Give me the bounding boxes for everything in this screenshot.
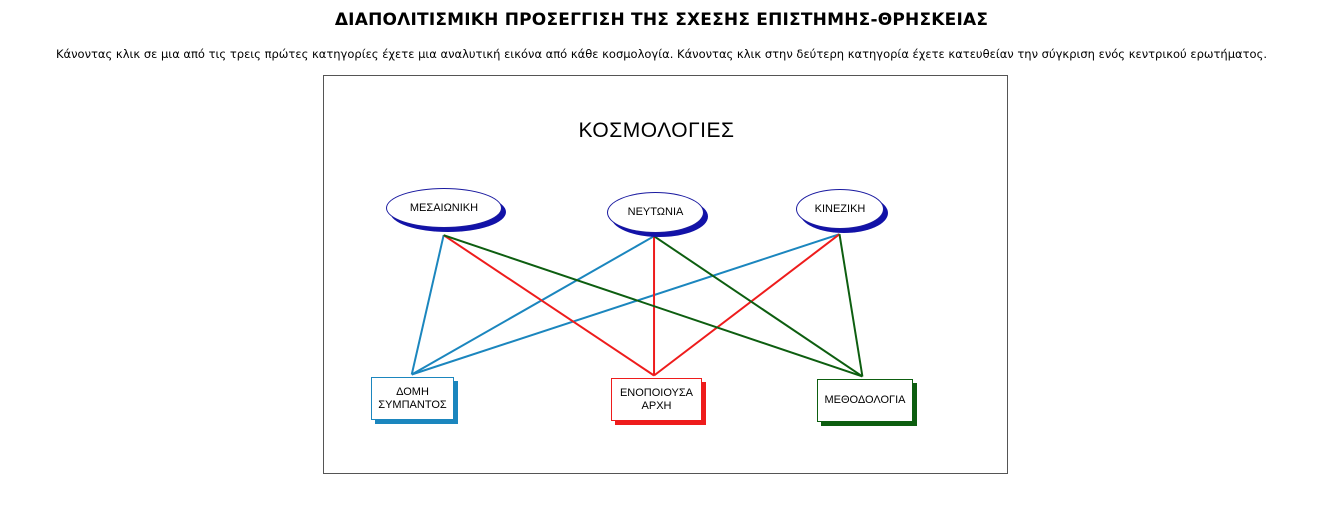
- link-newtonian-method: [653, 235, 863, 378]
- connection-lines: [410, 233, 864, 378]
- category-label-structure: ΔΟΜΗ ΣΥΜΠΑΝΤΟΣ: [378, 385, 447, 411]
- link-chinese-unifying: [653, 233, 841, 377]
- link-chinese-method: [838, 234, 864, 377]
- cosmology-label-newtonian: ΝΕΥΤΩΝΙΑ: [627, 206, 684, 218]
- category-label-unifying: ΕΝΟΠΟΙΟΥΣΑ ΑΡΧΗ: [619, 386, 694, 412]
- cosmology-node-chinese[interactable]: ΚΙΝΕΖΙΚΗ: [796, 189, 884, 229]
- category-label-method: ΜΕΘΟΔΟΛΟΓΙΑ: [824, 394, 906, 406]
- category-box-structure[interactable]: ΔΟΜΗ ΣΥΜΠΑΝΤΟΣ: [371, 377, 454, 420]
- link-medieval-structure: [410, 234, 445, 375]
- link-medieval-method: [443, 234, 863, 378]
- cosmology-diagram: ΚΟΣΜΟΛΟΓΙΕΣ ΜΕΣΑΙΩΝΙΚΗ ΝΕΥΤΩΝΙΑ ΚΙΝΕΖΙΚΗ…: [323, 75, 1008, 474]
- link-medieval-unifying: [443, 234, 655, 377]
- category-box-method[interactable]: ΜΕΘΟΔΟΛΟΓΙΑ: [817, 379, 913, 422]
- cosmology-label-medieval: ΜΕΣΑΙΩΝΙΚΗ: [409, 201, 479, 214]
- cosmology-node-medieval[interactable]: ΜΕΣΑΙΩΝΙΚΗ: [386, 188, 502, 228]
- cosmology-label-chinese: ΚΙΝΕΖΙΚΗ: [814, 202, 866, 215]
- page-title: ΔΙΑΠΟΛΙΤΙΣΜΙΚΗ ΠΡΟΣΕΓΓΙΣΗ ΤΗΣ ΣΧΕΣΗΣ ΕΠΙ…: [334, 10, 989, 30]
- link-chinese-structure: [411, 233, 840, 376]
- link-newtonian-structure: [411, 235, 655, 376]
- cosmology-node-newtonian[interactable]: ΝΕΥΤΩΝΙΑ: [607, 192, 704, 233]
- diagram-title: ΚΟΣΜΟΛΟΓΙΕΣ: [578, 119, 735, 142]
- intro-text: Κάνοντας κλικ σε μια από τις τρεις πρώτε…: [56, 47, 1267, 61]
- category-box-unifying[interactable]: ΕΝΟΠΟΙΟΥΣΑ ΑΡΧΗ: [611, 378, 702, 421]
